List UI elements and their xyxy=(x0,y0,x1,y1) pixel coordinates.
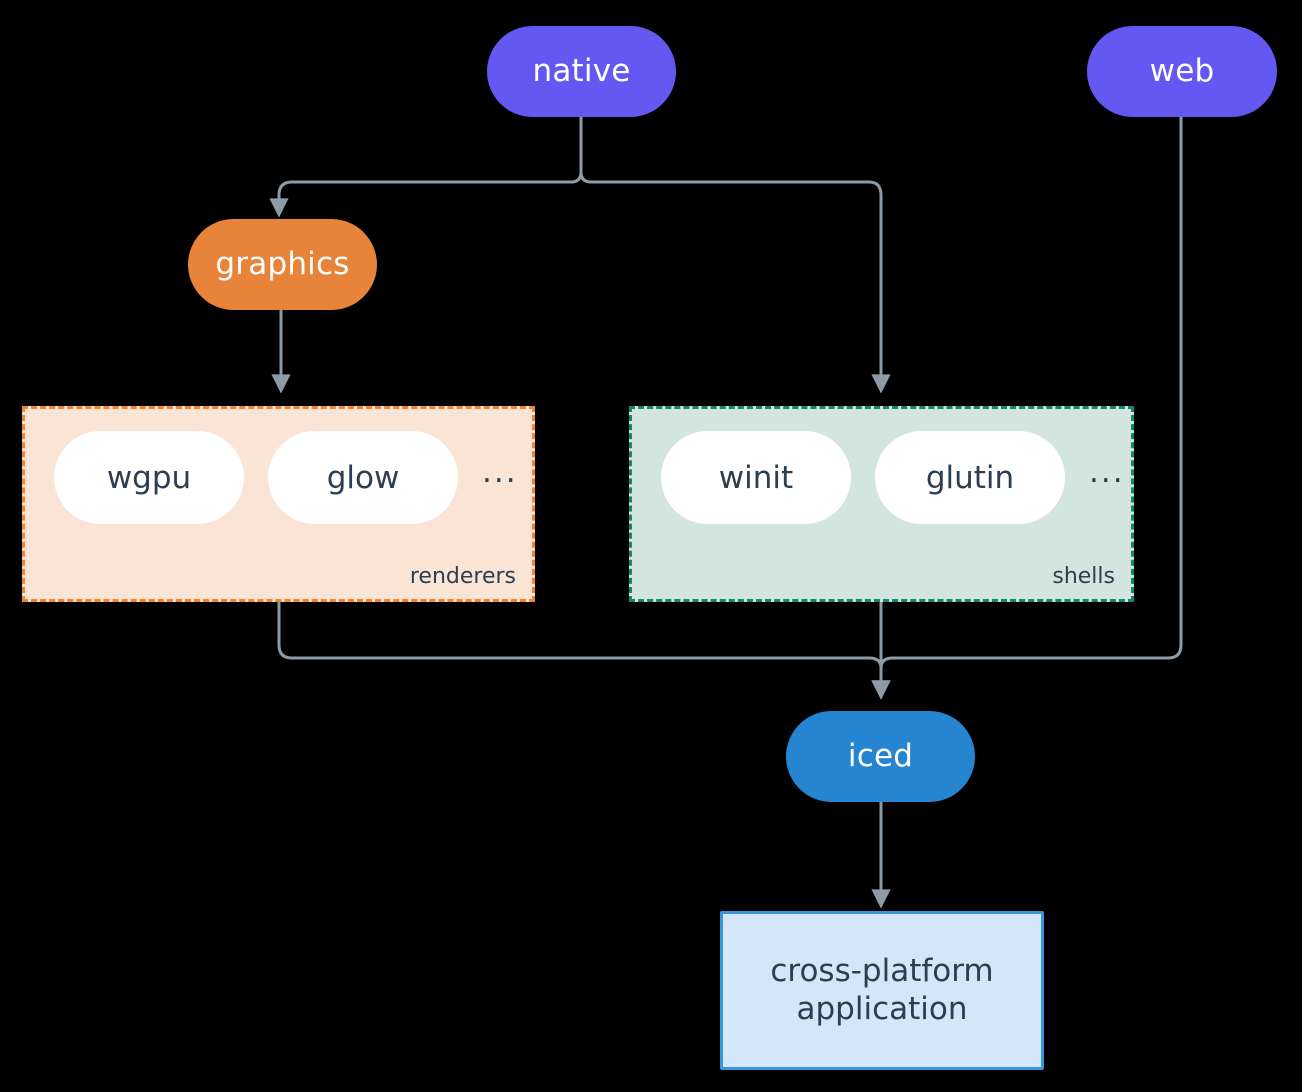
node-web-label: web xyxy=(1149,52,1215,89)
overflow-ellipsis: ... xyxy=(1089,454,1125,490)
node-graphics-label: graphics xyxy=(215,245,350,282)
edge-native-to-graphics xyxy=(269,170,583,218)
node-cross-platform-application[interactable]: cross-platform application xyxy=(720,911,1044,1070)
leaf-label: glutin xyxy=(925,459,1015,496)
group-shells-items: winit glutin ... xyxy=(632,431,1125,524)
list-item[interactable]: glow xyxy=(268,431,458,524)
leaf-label: wgpu xyxy=(106,459,192,496)
edge-native-to-shells xyxy=(579,170,891,394)
node-iced-label: iced xyxy=(847,737,914,774)
group-shells: winit glutin ... shells xyxy=(629,406,1134,602)
group-renderers: wgpu glow ... renderers xyxy=(22,406,535,602)
overflow-ellipsis: ... xyxy=(482,454,518,490)
group-renderers-label: renderers xyxy=(409,564,516,589)
node-app-label-line2: application xyxy=(796,990,968,1027)
group-renderers-items: wgpu glow ... xyxy=(25,431,518,524)
list-item[interactable]: glutin xyxy=(875,431,1065,524)
group-shells-label: shells xyxy=(1052,564,1115,589)
edge-web-to-iced xyxy=(871,115,1183,700)
leaf-label: winit xyxy=(718,459,794,496)
list-item[interactable]: wgpu xyxy=(54,431,244,524)
list-item[interactable]: winit xyxy=(661,431,851,524)
node-iced[interactable]: iced xyxy=(786,711,975,802)
edge-renderers-to-iced xyxy=(277,600,891,700)
node-web[interactable]: web xyxy=(1087,26,1277,117)
node-native-label: native xyxy=(532,52,631,89)
node-app-label-line1: cross-platform xyxy=(770,952,994,989)
leaf-label: glow xyxy=(326,459,400,496)
node-graphics[interactable]: graphics xyxy=(188,219,377,310)
node-native[interactable]: native xyxy=(487,26,676,117)
